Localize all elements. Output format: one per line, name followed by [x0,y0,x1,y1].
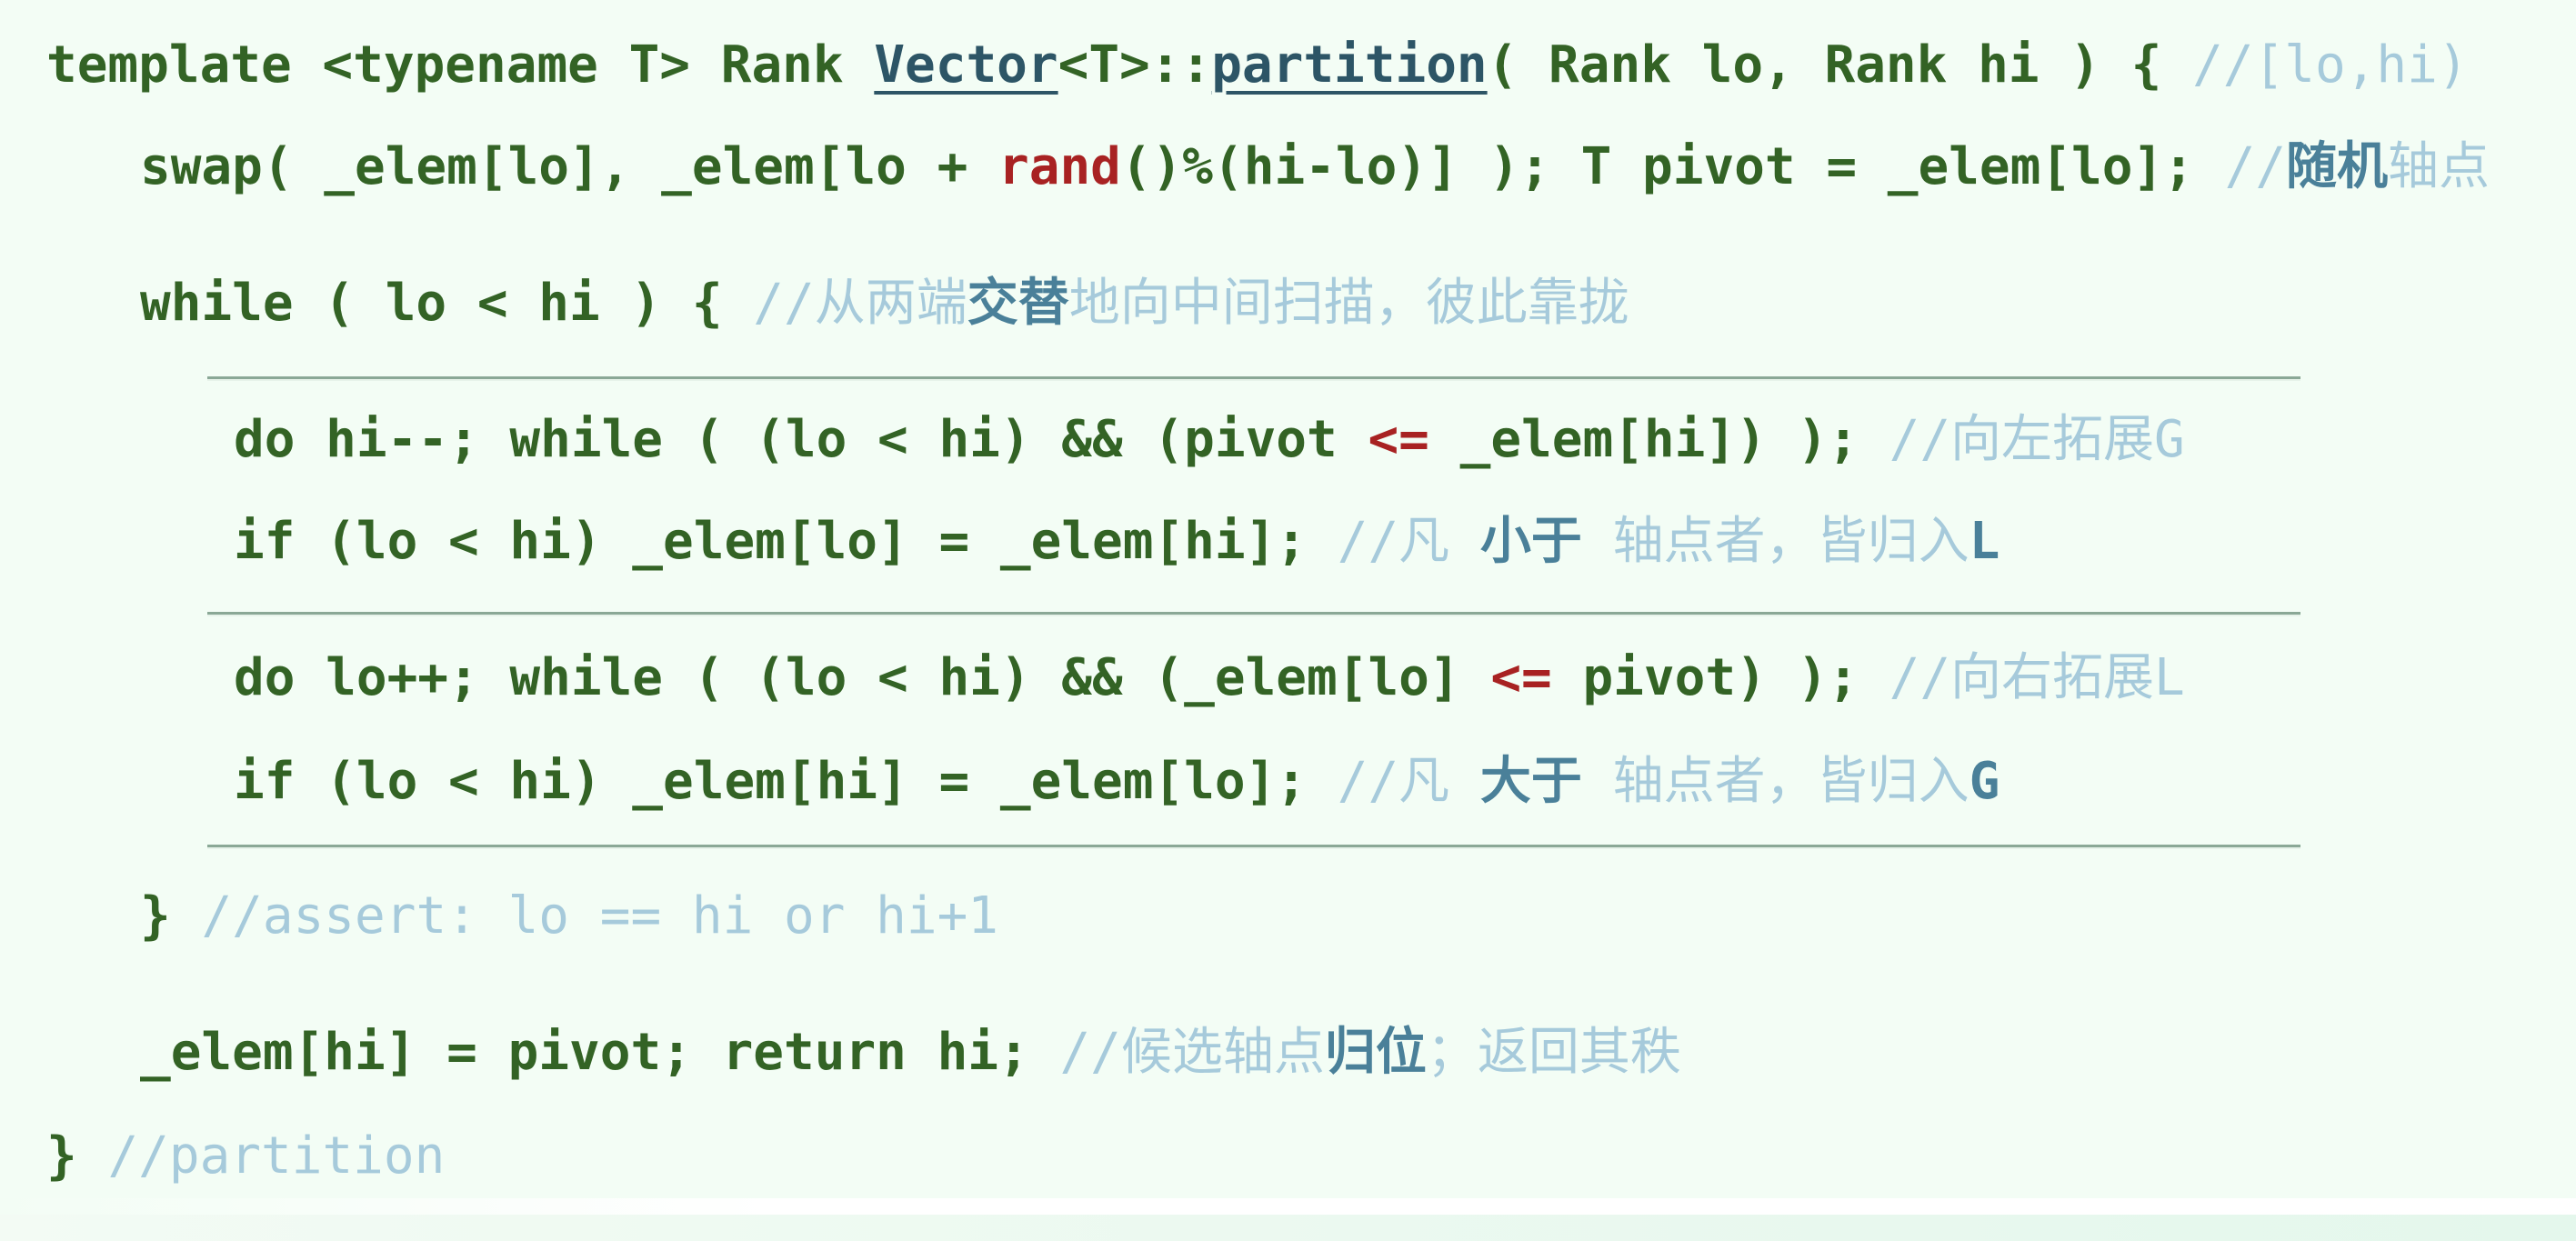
comment-text: 归位 [1324,1023,1427,1082]
code-text: do lo++; while ( (lo < hi) && (_elem[lo] [234,648,1491,707]
comment-text: //向右拓展L [1889,648,2185,707]
code-text: if (lo < hi) _elem[lo] = _elem[hi]; [234,512,1338,571]
line-if-lo: if (lo < hi) _elem[lo] = _elem[hi]; //凡 … [234,513,2000,571]
bottom-band [0,1198,2576,1215]
code-text: while ( lo < hi ) { [140,274,754,333]
comment-text: //从两端 [753,274,967,333]
line-while-end: } //assert: lo == hi or hi+1 [140,887,998,946]
line-do-hi: do hi--; while ( (lo < hi) && (pivot <= … [234,411,2185,469]
comment-text: 随机 [2286,137,2389,196]
code-text: swap( _elem[lo], _elem[lo + [140,137,999,196]
line-signature: template <typename T> Rank Vector<T>::pa… [46,36,2469,95]
code-text: <= [1490,648,1552,707]
line-return: _elem[hi] = pivot; return hi; //候选轴点归位；返… [140,1024,1681,1082]
comment-text: //partition [107,1126,446,1186]
bottom-strip [0,1215,2576,1241]
line-if-hi: if (lo < hi) _elem[hi] = _elem[lo]; //凡 … [234,753,2000,811]
code-text: pivot) ); [1551,648,1889,707]
comment-text: 交替 [967,274,1069,333]
divider [207,845,2300,847]
comment-text: 轴点者，皆归入 [1581,512,1970,571]
comment-text: //候选轴点 [1059,1023,1325,1082]
divider [207,612,2300,615]
code-text: } [46,1126,108,1186]
code-text: partition [1211,35,1488,95]
comment-text: 地向中间扫描，彼此靠拢 [1068,274,1629,333]
comment-text: 轴点者，皆归入 [1581,752,1970,811]
code-text: Vector [874,35,1058,95]
comment-text: //[lo,hi) [2192,35,2469,95]
code-text: if (lo < hi) _elem[hi] = _elem[lo]; [234,752,1338,811]
comment-text: //assert: lo == hi or hi+1 [201,886,999,946]
code-text: rand [998,137,1121,196]
comment-text: L [1969,512,2000,571]
comment-text: //向左拓展G [1889,410,2185,469]
code-text: _elem[hi] = pivot; return hi; [140,1023,1060,1082]
comment-text: //凡 [1337,752,1480,811]
line-function-end: } //partition [46,1127,445,1186]
line-swap: swap( _elem[lo], _elem[lo + rand()%(hi-l… [140,138,2490,196]
code-text: template <typename T> Rank [46,35,875,95]
line-while: while ( lo < hi ) { //从两端交替地向中间扫描，彼此靠拢 [140,275,1629,333]
comment-text: ；返回其秩 [1426,1023,1681,1082]
code-text: <T>:: [1057,35,1212,95]
comment-text: //凡 [1337,512,1480,571]
comment-text: 小于 [1479,512,1582,571]
code-text: ( Rank lo, Rank hi ) { [1487,35,2193,95]
code-text: ()%(hi-lo)] ); T pivot = _elem[lo]; [1120,137,2225,196]
divider [207,376,2300,379]
code-text: do hi--; while ( (lo < hi) && (pivot [234,410,1368,469]
comment-text: 大于 [1479,752,1582,811]
code-text: _elem[hi]) ); [1428,410,1889,469]
comment-text: // [2224,137,2287,196]
comment-text: 轴点 [2388,137,2491,196]
line-do-lo: do lo++; while ( (lo < hi) && (_elem[lo]… [234,649,2185,707]
code-text: } [140,886,202,946]
comment-text: G [1969,752,2000,811]
code-text: <= [1368,410,1429,469]
